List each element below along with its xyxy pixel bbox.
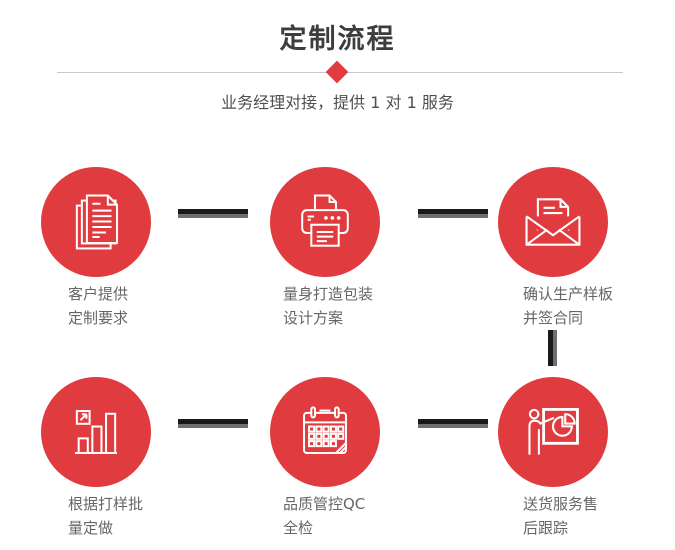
connector-top-1 [178, 209, 248, 218]
step-circle-1 [41, 167, 151, 277]
documents-icon [75, 194, 118, 250]
connector-vertical [548, 330, 557, 366]
printer-icon [301, 194, 349, 247]
connector-bottom-1 [178, 419, 248, 428]
step-label-4: 根据打样批 量定做 [68, 495, 144, 537]
presentation-icon [528, 408, 579, 455]
connector-bottom-2 [418, 419, 488, 428]
step-label-1: 客户提供 定制要求 [68, 285, 129, 327]
page-title: 定制流程 [279, 24, 396, 55]
step-circle-6 [498, 377, 608, 487]
step-circle-3 [498, 167, 608, 277]
step-circle-4 [41, 377, 151, 487]
step-label-5: 品质管控QC 全检 [283, 495, 366, 537]
connector-top-2 [418, 209, 488, 218]
step-circle-2 [270, 167, 380, 277]
step-label-2: 量身打造包装 设计方案 [283, 285, 374, 327]
calendar-icon [303, 406, 347, 454]
step-label-6: 送货服务售 后跟踪 [523, 495, 599, 537]
bar-chart-icon [75, 410, 117, 454]
diamond-icon [325, 60, 349, 84]
step-label-3: 确认生产样板 并签合同 [523, 285, 614, 327]
step-circle-5 [270, 377, 380, 487]
subtitle: 业务经理对接，提供 1 对 1 服务 [221, 93, 454, 112]
envelope-icon [523, 198, 583, 246]
